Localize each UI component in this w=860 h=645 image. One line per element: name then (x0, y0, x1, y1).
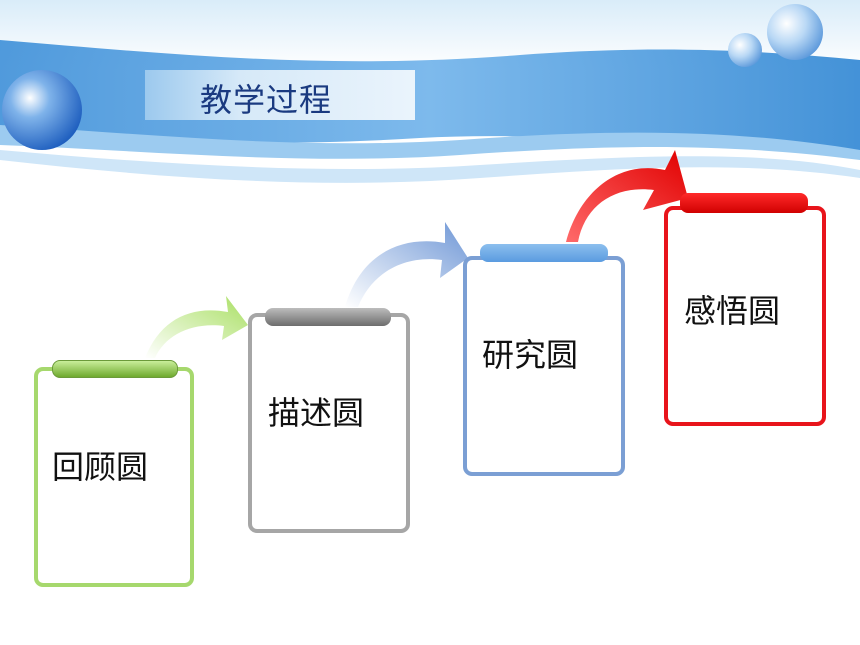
arrow-2 (345, 222, 468, 307)
title-bar (145, 70, 415, 120)
step-label-research: 研究圆 (482, 336, 579, 374)
card-clip-research (480, 244, 608, 262)
card-clip-insight (680, 193, 808, 213)
step-card-describe (248, 313, 410, 533)
header-banner (0, 0, 860, 183)
card-clip-describe (265, 308, 391, 326)
step-label-insight: 感悟圆 (684, 292, 781, 330)
slide-title: 教学过程 (200, 81, 333, 119)
card-clip-review (52, 360, 178, 378)
step-card-research (463, 256, 625, 476)
step-label-review: 回顾圆 (52, 448, 149, 486)
step-label-describe: 描述圆 (268, 394, 365, 432)
arrow-1 (145, 296, 248, 358)
